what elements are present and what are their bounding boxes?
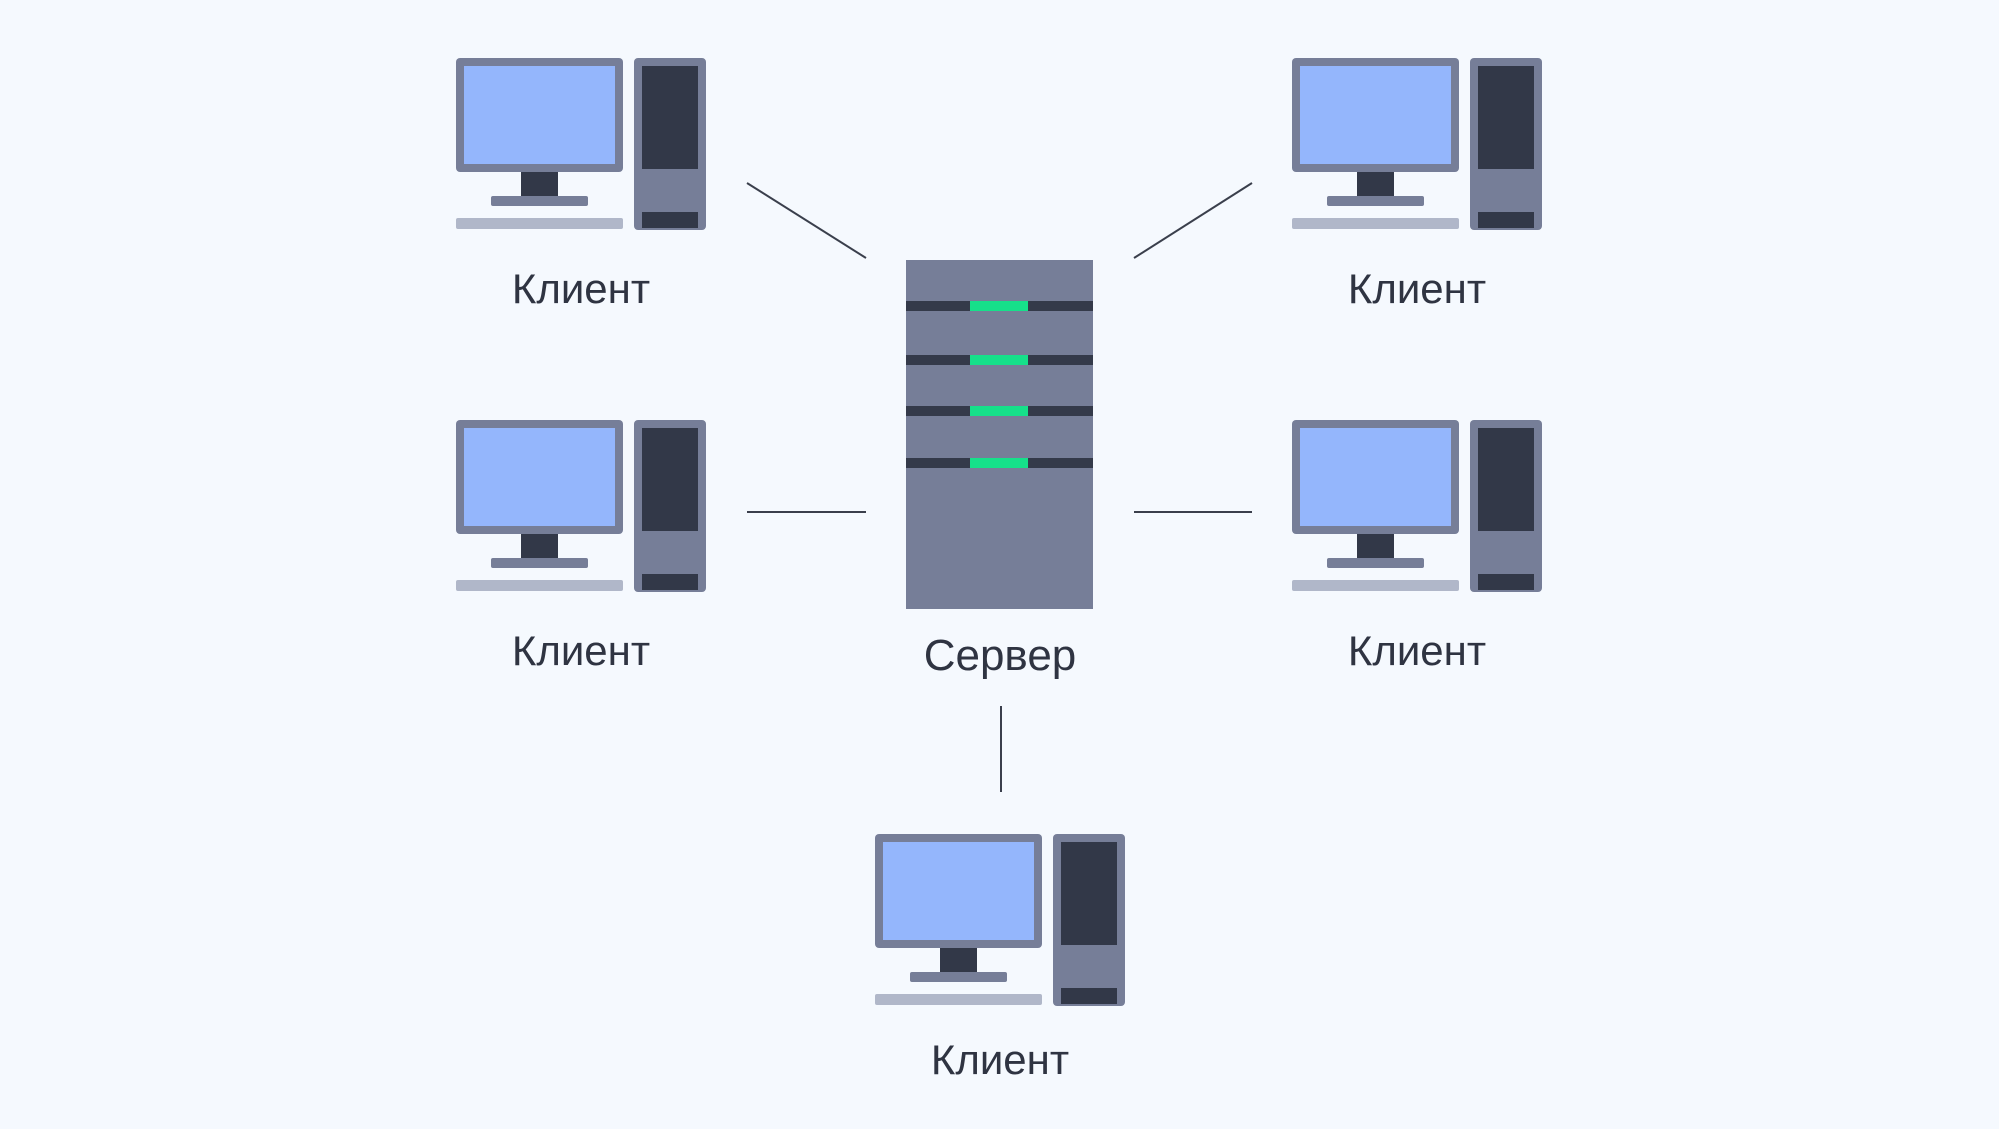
tower-drive <box>642 574 698 590</box>
monitor-stand <box>521 534 558 558</box>
connector-lines <box>746 182 1253 792</box>
desktop-computer-icon <box>456 58 706 230</box>
monitor-base <box>1327 196 1424 206</box>
keyboard <box>1292 218 1459 229</box>
server-slot-2 <box>906 355 1093 365</box>
client-label: Клиент <box>1348 627 1486 674</box>
server-slot-1 <box>906 301 1093 311</box>
client-node-middle-right: Клиент <box>1292 420 1542 674</box>
server-rack-icon <box>906 260 1093 609</box>
monitor-stand <box>1357 534 1394 558</box>
client-label: Клиент <box>931 1036 1069 1083</box>
server-node: Сервер <box>906 260 1093 680</box>
keyboard <box>456 218 623 229</box>
monitor-base <box>910 972 1007 982</box>
server-slot-4 <box>906 458 1093 468</box>
connector-line-top-right <box>1133 182 1253 259</box>
desktop-computer-icon <box>1292 58 1542 230</box>
desktop-computer-icon <box>875 834 1125 1006</box>
client-node-bottom: Клиент <box>875 834 1125 1083</box>
server-slot-3 <box>906 406 1093 416</box>
monitor-base <box>491 196 588 206</box>
tower-panel <box>1061 842 1117 945</box>
tower-drive <box>1478 212 1534 228</box>
keyboard <box>875 994 1042 1005</box>
monitor-screen <box>1300 428 1451 526</box>
desktop-computer-icon <box>456 420 706 592</box>
monitor-stand <box>940 948 977 972</box>
client-label: Клиент <box>512 627 650 674</box>
monitor-stand <box>521 172 558 196</box>
client-node-middle-left: Клиент <box>456 420 706 674</box>
client-node-top-left: Клиент <box>456 58 706 312</box>
tower-panel <box>642 66 698 169</box>
monitor-screen <box>464 428 615 526</box>
monitor-screen <box>883 842 1034 940</box>
monitor-base <box>491 558 588 568</box>
keyboard <box>1292 580 1459 591</box>
tower-panel <box>1478 428 1534 531</box>
server-label: Сервер <box>924 631 1077 680</box>
monitor-screen <box>464 66 615 164</box>
monitor-stand <box>1357 172 1394 196</box>
tower-drive <box>1478 574 1534 590</box>
tower-drive <box>1061 988 1117 1004</box>
monitor-screen <box>1300 66 1451 164</box>
keyboard <box>456 580 623 591</box>
tower-drive <box>642 212 698 228</box>
client-label: Клиент <box>512 265 650 312</box>
tower-panel <box>642 428 698 531</box>
client-label: Клиент <box>1348 265 1486 312</box>
client-node-top-right: Клиент <box>1292 58 1542 312</box>
tower-panel <box>1478 66 1534 169</box>
desktop-computer-icon <box>1292 420 1542 592</box>
server-body <box>906 260 1093 609</box>
connector-line-top-left <box>746 182 867 259</box>
monitor-base <box>1327 558 1424 568</box>
